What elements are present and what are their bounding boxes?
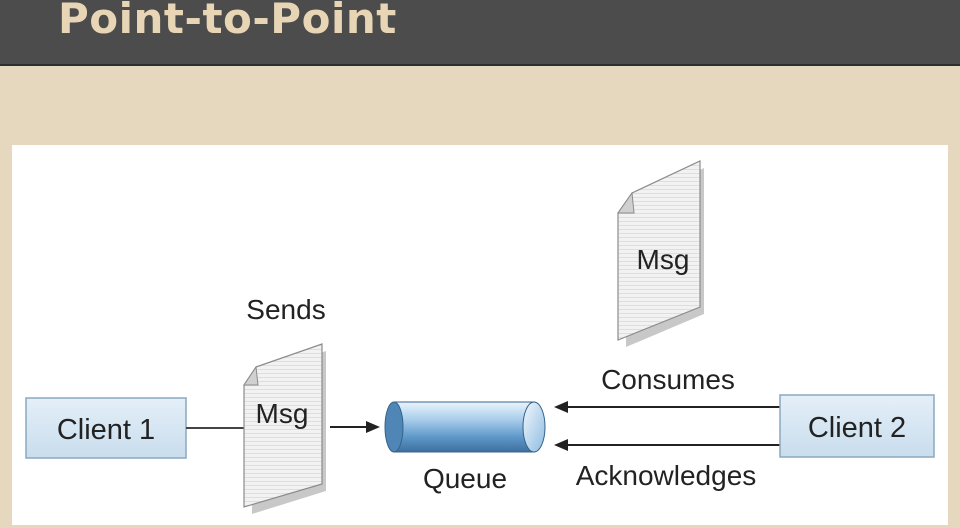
- sends-label: Sends: [246, 294, 325, 325]
- title-bar: Point-to-Point: [0, 0, 960, 66]
- queue-node: Queue: [384, 401, 546, 494]
- sent-message-document: Msg: [243, 343, 326, 514]
- client-2-node: Client 2: [779, 394, 935, 458]
- queue-label: Queue: [423, 463, 507, 494]
- send-arrow: [330, 421, 380, 433]
- point-to-point-diagram: Client 1 Sends Msg Queue: [12, 145, 948, 525]
- consumes-arrow: [554, 401, 780, 413]
- diagram-canvas: Client 1 Sends Msg Queue: [25, 160, 935, 514]
- acknowledges-label: Acknowledges: [576, 460, 757, 491]
- slide-title: Point-to-Point: [58, 0, 397, 43]
- consumes-label: Consumes: [601, 364, 735, 395]
- consumed-message-document: Msg: [617, 160, 704, 347]
- client-2-label: Client 2: [808, 412, 906, 444]
- client-1-label: Client 1: [57, 414, 155, 446]
- client-1-node: Client 1: [25, 397, 187, 459]
- acknowledges-arrow: [554, 439, 780, 451]
- sent-message-label: Msg: [256, 398, 309, 429]
- consumed-message-label: Msg: [637, 244, 690, 275]
